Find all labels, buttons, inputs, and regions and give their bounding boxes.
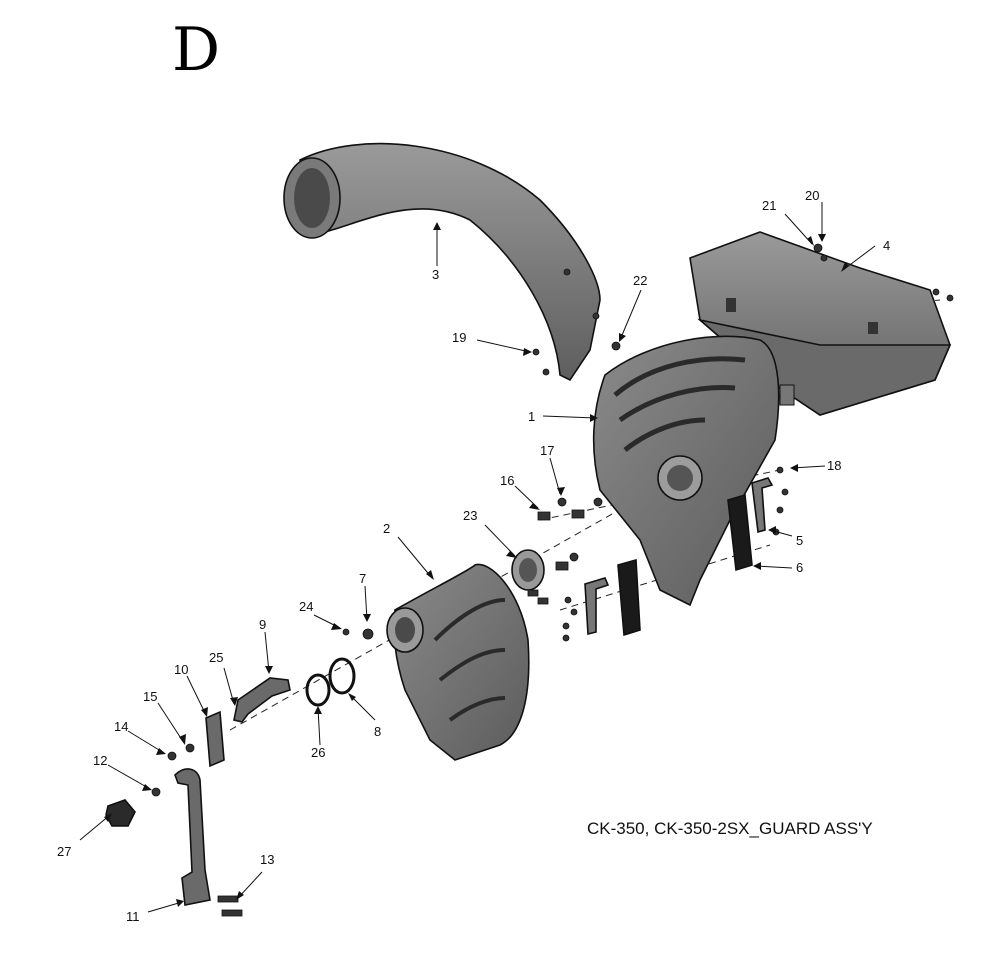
callout-14: 14 xyxy=(114,719,128,734)
arm-part xyxy=(174,768,211,906)
bushing-part xyxy=(511,549,545,591)
callout-20: 20 xyxy=(805,188,819,203)
callout-9: 9 xyxy=(259,617,266,632)
strip-brackets xyxy=(584,477,774,636)
callout-3: 3 xyxy=(432,267,439,282)
callout-21: 21 xyxy=(762,198,776,213)
callout-2: 2 xyxy=(383,521,390,536)
knob-part xyxy=(105,799,136,827)
callout-12: 12 xyxy=(93,753,107,768)
chute-part xyxy=(283,142,601,382)
brush-strips xyxy=(617,493,753,637)
callout-18: 18 xyxy=(827,458,841,473)
callout-27: 27 xyxy=(57,844,71,859)
front-guard-part xyxy=(386,563,530,761)
callout-24: 24 xyxy=(299,599,313,614)
callout-11: 11 xyxy=(126,909,140,924)
callout-1: 1 xyxy=(528,409,535,424)
callout-23: 23 xyxy=(463,508,477,523)
callout-13: 13 xyxy=(260,852,274,867)
callout-19: 19 xyxy=(452,330,466,345)
callout-6: 6 xyxy=(796,560,803,575)
linkage-brackets xyxy=(205,677,291,768)
diagram-title: CK-350, CK-350-2SX_GUARD ASS'Y xyxy=(587,819,873,838)
hardware xyxy=(151,243,954,917)
callout-8: 8 xyxy=(374,724,381,739)
rear-guard-part xyxy=(592,335,780,607)
callout-10: 10 xyxy=(174,662,188,677)
callout-labels: 1 2 3 4 5 6 7 8 9 10 11 12 13 14 15 16 1… xyxy=(57,188,890,924)
rings xyxy=(305,657,356,707)
callout-15: 15 xyxy=(143,689,157,704)
callout-16: 16 xyxy=(500,473,514,488)
section-letter: D xyxy=(172,15,221,85)
callout-7: 7 xyxy=(359,571,366,586)
callout-5: 5 xyxy=(796,533,803,548)
callout-17: 17 xyxy=(540,443,554,458)
callout-25: 25 xyxy=(209,650,223,665)
callout-26: 26 xyxy=(311,745,325,760)
callout-22: 22 xyxy=(633,273,647,288)
callout-4: 4 xyxy=(883,238,890,253)
callout-leaders xyxy=(79,202,876,913)
